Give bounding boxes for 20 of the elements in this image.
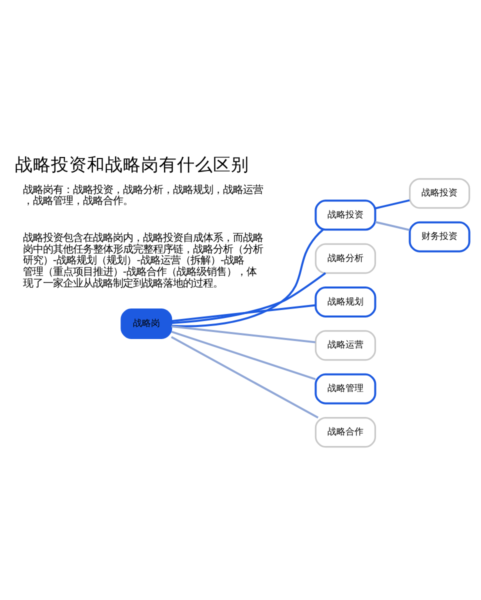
label: 战略投资包含在战略岗内，战略投资自成体系，而战略岗中的其他任务整体形成完整程序链，战略分析（分析研究）-战略规划（规划）-战略运营（拆解）-战略管理（重点项目推进）-战略合作（战略级销售），体现了一家企业从战略制定到战略落地的过程。: [22, 232, 263, 290]
connector: [171, 330, 316, 380]
node-box: 战略分析: [314, 243, 376, 274]
connector: [171, 272, 326, 324]
node-box: 战略规划: [314, 286, 376, 318]
node-box: 战略合作: [314, 417, 376, 448]
connector: [171, 325, 316, 344]
node-box: 战略投资: [314, 200, 376, 231]
node-box: 战略管理: [314, 373, 376, 404]
connector: [171, 229, 324, 328]
connector: [375, 220, 410, 231]
node-box: 战略投资: [409, 178, 470, 209]
diagram-title: 战略投资和战略岗有什么区别: [14, 156, 249, 176]
connector: [171, 304, 316, 322]
label: 战略岗有：战略投资，战略分析，战略规划，战略运营，战略管理，战略合作。: [22, 184, 263, 208]
connector: [375, 199, 410, 210]
node-box: 战略运营: [314, 330, 376, 361]
connector: [170, 336, 319, 419]
node-box: 财务投资: [408, 221, 470, 252]
node-box: 战略岗: [120, 308, 172, 339]
